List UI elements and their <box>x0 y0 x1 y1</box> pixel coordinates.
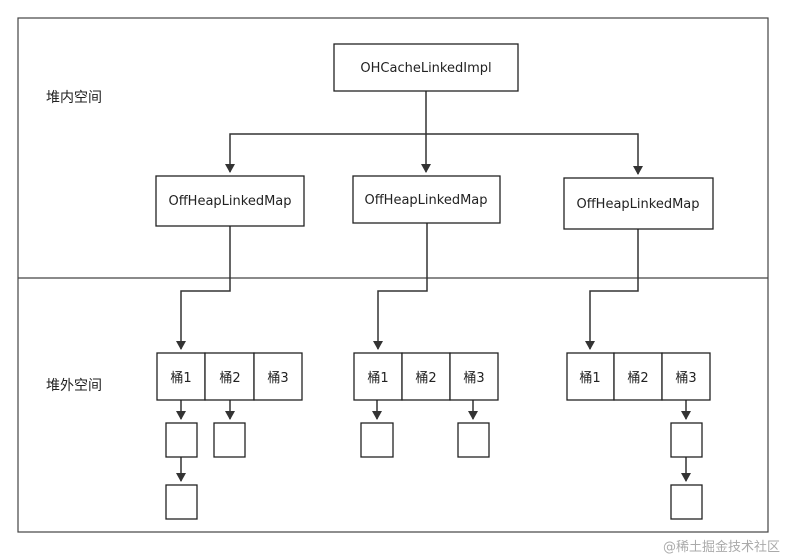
offheap-region-label: 堆外空间 <box>46 378 102 394</box>
bucket-label: 桶2 <box>219 371 240 386</box>
bucket-cell <box>156 352 206 401</box>
bucket-label: 桶1 <box>579 371 600 386</box>
map-node-1: OffHeapLinkedMap <box>155 175 305 227</box>
watermark: @稀土掘金技术社区 <box>663 539 780 555</box>
bucket-cell <box>613 352 663 401</box>
map-node-label: OffHeapLinkedMap <box>364 193 487 208</box>
bucket-label: 桶3 <box>463 371 484 386</box>
heap-region-label: 堆内空间 <box>46 90 102 106</box>
root-node: OHCacheLinkedImpl <box>333 43 519 92</box>
edge-root-to-map-3 <box>426 133 643 175</box>
edge-map-1-to-bucket-1 <box>176 226 231 350</box>
bucket-group-1: 桶1 桶2 桶3 <box>156 352 303 401</box>
bucket-cell <box>661 352 711 401</box>
entry-node <box>165 422 198 458</box>
bucket-group-2: 桶1 桶2 桶3 <box>353 352 499 401</box>
entry-node <box>670 484 703 520</box>
bucket-label: 桶1 <box>367 371 388 386</box>
bucket-cell <box>253 352 303 401</box>
bucket-label: 桶3 <box>267 371 288 386</box>
outer-frame <box>17 17 769 533</box>
entry-node <box>457 422 490 458</box>
edge-root-to-map-1 <box>225 133 426 173</box>
entry-node <box>213 422 246 458</box>
map-node-3: OffHeapLinkedMap <box>563 177 714 230</box>
bucket-cell <box>353 352 403 401</box>
map-node-2: OffHeapLinkedMap <box>352 175 501 224</box>
bucket-group-3: 桶1 桶2 桶3 <box>566 352 711 401</box>
edge-map-2-to-bucket-1 <box>373 223 428 350</box>
root-node-label: OHCacheLinkedImpl <box>360 61 491 76</box>
entry-node <box>670 422 703 458</box>
bucket-cell <box>449 352 499 401</box>
bucket-label: 桶2 <box>627 371 648 386</box>
map-node-label: OffHeapLinkedMap <box>168 194 291 209</box>
map-node-label: OffHeapLinkedMap <box>576 197 699 212</box>
bucket-label: 桶1 <box>170 371 191 386</box>
edge-map-3-to-bucket-1 <box>585 229 639 350</box>
entry-node <box>360 422 394 458</box>
bucket-label: 桶3 <box>675 371 696 386</box>
bucket-label: 桶2 <box>415 371 436 386</box>
entry-node <box>165 484 198 520</box>
